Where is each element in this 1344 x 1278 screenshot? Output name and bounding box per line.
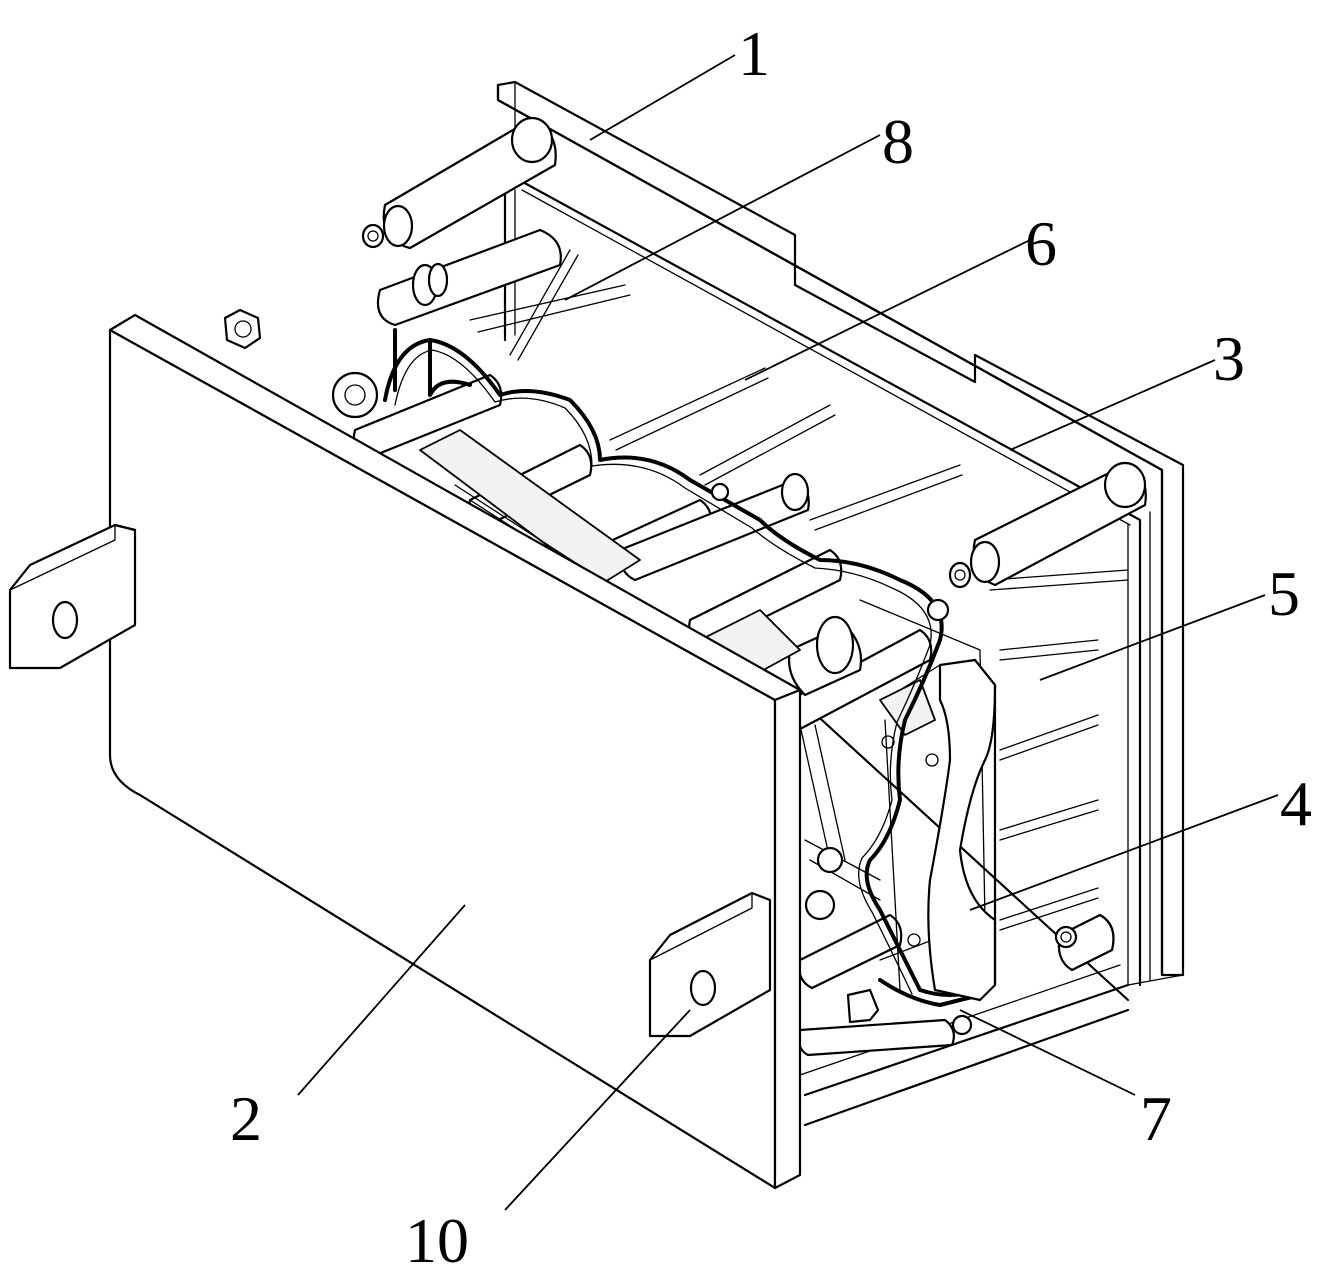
back-plate <box>496 80 1185 987</box>
callout-2: 2 <box>230 1083 262 1154</box>
cylinder-right <box>948 461 1147 589</box>
cylinder-top-mid <box>376 228 562 327</box>
cylinder-bottom-right <box>1054 913 1115 972</box>
leader-lines <box>297 54 1279 1211</box>
callouts: 1 8 6 3 5 4 7 2 10 <box>230 18 1312 1276</box>
callout-4: 4 <box>1280 768 1312 839</box>
callout-3: 3 <box>1213 323 1245 394</box>
callout-1: 1 <box>738 18 770 89</box>
sealing-strip <box>383 328 982 1007</box>
cavity-inserts <box>419 429 986 961</box>
callout-7: 7 <box>1140 1083 1172 1154</box>
lifting-lug-right <box>648 891 772 1038</box>
callout-6: 6 <box>1025 208 1057 279</box>
cylinder-top-left <box>361 116 557 250</box>
callout-8: 8 <box>882 106 914 177</box>
lifting-lug-left <box>8 523 137 670</box>
callout-10: 10 <box>405 1205 469 1276</box>
side-clamp <box>881 658 997 1002</box>
guide-rods <box>469 249 1129 931</box>
fittings <box>223 308 973 1036</box>
front-plate <box>108 313 802 1190</box>
callout-5: 5 <box>1268 558 1300 629</box>
